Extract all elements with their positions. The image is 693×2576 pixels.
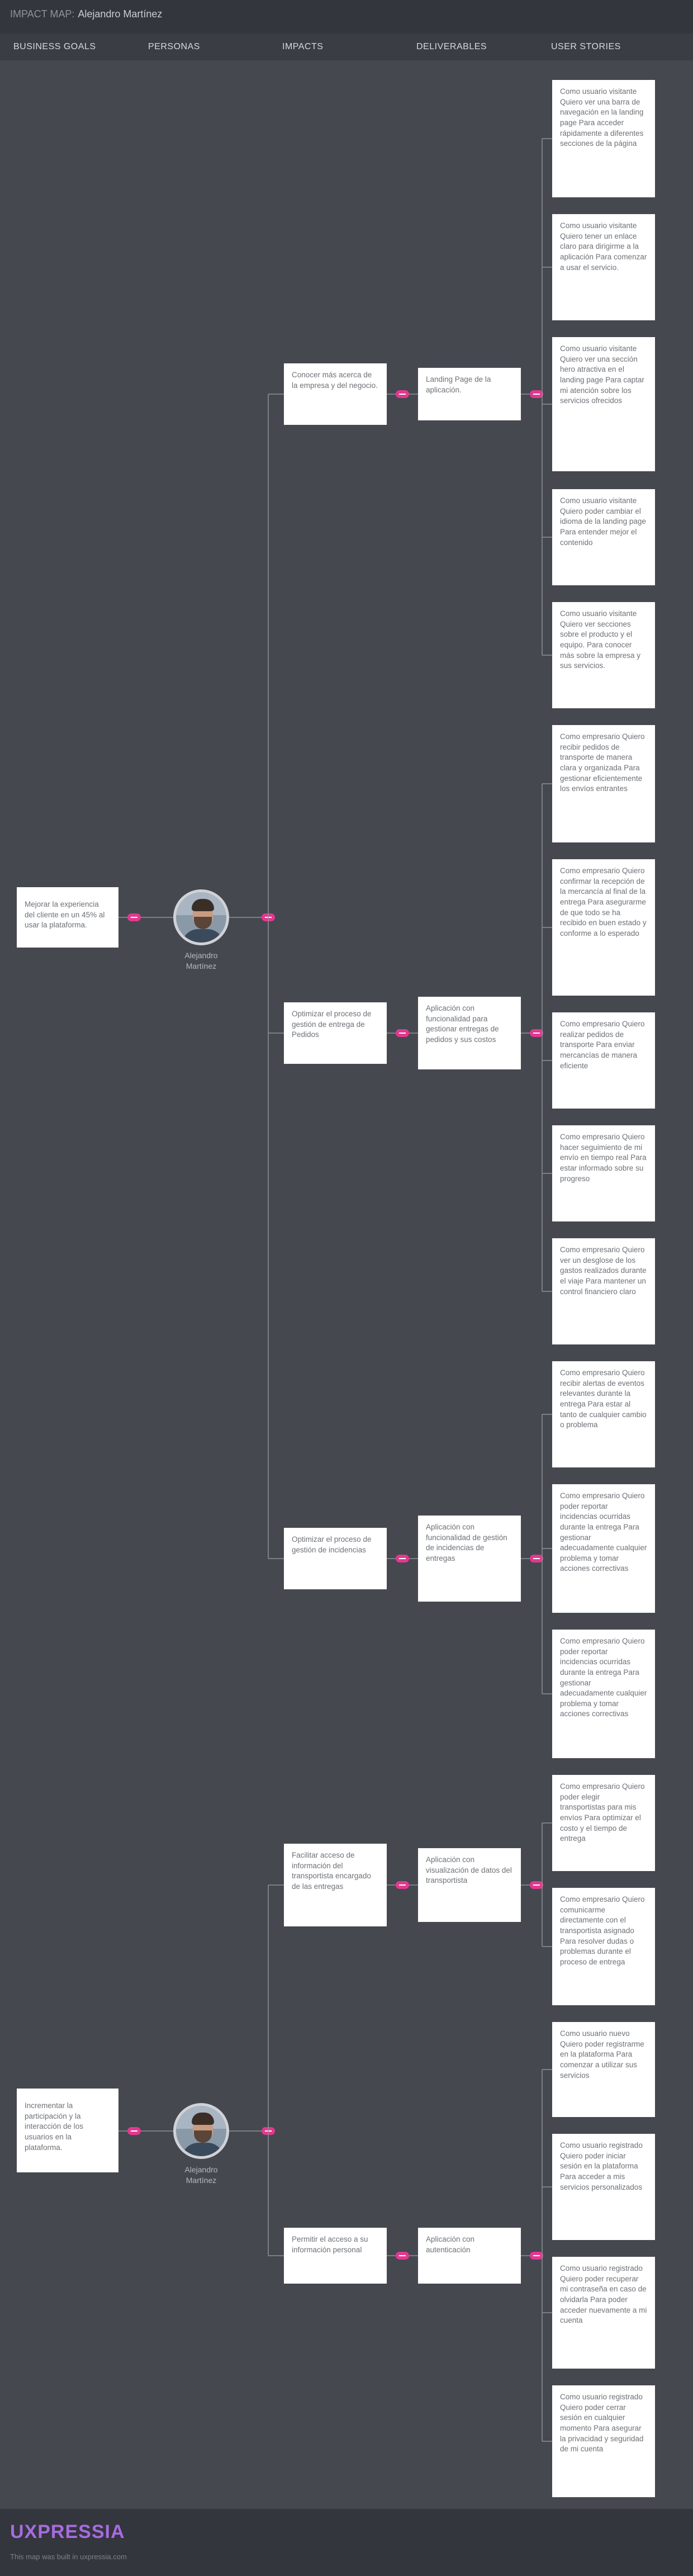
impact-card[interactable]: Facilitar acceso de información del tran…	[284, 1844, 387, 1926]
user-story-card[interactable]: Como usuario nuevo Quiero poder registra…	[552, 2022, 655, 2117]
deliverable-card[interactable]: Aplicación con funcionalidad para gestio…	[418, 997, 521, 1069]
deliverable-card[interactable]: Aplicación con autenticación	[418, 2228, 521, 2284]
user-story-card[interactable]: Como empresario Quiero poder reportar in…	[552, 1630, 655, 1758]
user-story-card[interactable]: Como usuario registrado Quiero poder ini…	[552, 2134, 655, 2240]
user-story-card[interactable]: Como usuario visitante Quiero ver una ba…	[552, 80, 655, 197]
user-story-card[interactable]: Como empresario Quiero poder elegir tran…	[552, 1775, 655, 1871]
user-story-text: Como usuario visitante Quiero ver seccio…	[560, 609, 641, 670]
impact-text: Optimizar el proceso de gestión de incid…	[292, 1535, 372, 1554]
user-story-card[interactable]: Como usuario visitante Quiero ver una se…	[552, 337, 655, 471]
column-deliverables: DELIVERABLES	[416, 42, 487, 51]
deliverable-text: Aplicación con funcionalidad para gestio…	[426, 1004, 499, 1044]
user-story-text: Como usuario registrado Quiero poder rec…	[560, 2264, 647, 2325]
user-story-card[interactable]: Como empresario Quiero recibir pedidos d…	[552, 725, 655, 842]
user-story-card[interactable]: Como usuario registrado Quiero poder cer…	[552, 2385, 655, 2497]
deliverable-card[interactable]: Aplicación con funcionalidad de gestión …	[418, 1516, 521, 1602]
column-personas: PERSONAS	[148, 42, 200, 51]
user-story-card[interactable]: Como empresario Quiero hacer seguimiento…	[552, 1125, 655, 1221]
connector-node-icon[interactable]	[530, 1029, 543, 1037]
user-story-text: Como usuario nuevo Quiero poder registra…	[560, 2029, 644, 2080]
user-story-card[interactable]: Como usuario visitante Quiero poder camb…	[552, 489, 655, 585]
goal-card[interactable]: Mejorar la experiencia del cliente en un…	[17, 887, 118, 948]
connector-node-icon[interactable]	[530, 1881, 543, 1889]
connector-node-icon[interactable]	[396, 1029, 409, 1037]
app-header: IMPACT MAP:Alejandro Martínez	[0, 0, 693, 34]
goal-card[interactable]: Incrementar la participación y la intera…	[17, 2089, 118, 2172]
user-story-card[interactable]: Como empresario Quiero confirmar la rece…	[552, 859, 655, 996]
user-story-card[interactable]: Como usuario visitante Quiero tener un e…	[552, 214, 655, 320]
user-story-text: Como empresario Quiero poder reportar in…	[560, 1491, 647, 1573]
connector-node-icon[interactable]	[127, 913, 141, 921]
impact-text: Optimizar el proceso de gestión de entre…	[292, 1010, 372, 1039]
connector-node-icon[interactable]	[530, 390, 543, 398]
persona-name: Alejandro Martínez	[184, 2165, 218, 2185]
user-story-card[interactable]: Como empresario Quiero recibir alertas d…	[552, 1361, 655, 1467]
user-story-text: Como usuario visitante Quiero ver una ba…	[560, 87, 644, 148]
impact-card[interactable]: Permitir el acceso a su información pers…	[284, 2228, 387, 2284]
impact-text: Facilitar acceso de información del tran…	[292, 1851, 371, 1891]
map-type-label: IMPACT MAP:	[10, 8, 75, 20]
connector-node-icon[interactable]	[396, 390, 409, 398]
user-story-text: Como empresario Quiero poder elegir tran…	[560, 1782, 645, 1843]
connector-node-icon[interactable]	[396, 1555, 409, 1562]
connector-node-icon[interactable]	[530, 2252, 543, 2260]
user-story-text: Como empresario Quiero recibir pedidos d…	[560, 732, 645, 793]
user-story-card[interactable]: Como usuario visitante Quiero ver seccio…	[552, 602, 655, 708]
user-story-text: Como empresario Quiero confirmar la rece…	[560, 866, 647, 937]
user-story-text: Como empresario Quiero poder reportar in…	[560, 1637, 647, 1718]
impact-card[interactable]: Optimizar el proceso de gestión de entre…	[284, 1002, 387, 1064]
persona-name: Alejandro Martínez	[184, 951, 218, 970]
user-story-text: Como usuario visitante Quiero tener un e…	[560, 221, 647, 272]
column-impacts: IMPACTS	[282, 42, 324, 51]
column-header-row: BUSINESS GOALS PERSONAS IMPACTS DELIVERA…	[0, 34, 693, 60]
impact-text: Permitir el acceso a su información pers…	[292, 2235, 368, 2254]
user-story-card[interactable]: Como empresario Quiero realizar pedidos …	[552, 1012, 655, 1109]
footer: UXPRESSIA This map was built in uxpressi…	[0, 2509, 693, 2576]
impact-card[interactable]: Conocer más acerca de la empresa y del n…	[284, 363, 387, 425]
goal-text: Incrementar la participación y la intera…	[25, 2101, 84, 2152]
goal-text: Mejorar la experiencia del cliente en un…	[25, 900, 105, 930]
deliverable-text: Aplicación con visualización de datos de…	[426, 1855, 512, 1885]
uxpressia-logo[interactable]: UXPRESSIA	[10, 2521, 125, 2542]
user-story-text: Como empresario Quiero comunicarme direc…	[560, 1895, 645, 1966]
user-story-card[interactable]: Como usuario registrado Quiero poder rec…	[552, 2257, 655, 2369]
user-story-card[interactable]: Como empresario Quiero poder reportar in…	[552, 1484, 655, 1613]
deliverable-text: Aplicación con funcionalidad de gestión …	[426, 1523, 507, 1562]
user-story-text: Como usuario registrado Quiero poder cer…	[560, 2393, 644, 2454]
impact-text: Conocer más acerca de la empresa y del n…	[292, 371, 378, 390]
deliverable-text: Aplicación con autenticación	[426, 2235, 475, 2254]
user-story-text: Como empresario Quiero ver un desglose d…	[560, 1246, 647, 1296]
deliverable-text: Landing Page de la aplicación.	[426, 375, 491, 394]
column-user-stories: USER STORIES	[551, 42, 621, 51]
user-story-text: Como usuario visitante Quiero ver una se…	[560, 344, 644, 405]
user-story-text: Como usuario visitante Quiero poder camb…	[560, 496, 646, 547]
impact-card[interactable]: Optimizar el proceso de gestión de incid…	[284, 1528, 387, 1589]
deliverable-card[interactable]: Landing Page de la aplicación.	[418, 368, 521, 420]
user-story-card[interactable]: Como empresario Quiero comunicarme direc…	[552, 1888, 655, 2005]
user-story-text: Como empresario Quiero hacer seguimiento…	[560, 1133, 647, 1183]
connector-node-icon[interactable]	[127, 2127, 141, 2135]
connector-node-icon[interactable]	[396, 1881, 409, 1889]
persona-avatar[interactable]	[173, 889, 229, 945]
connector-node-icon[interactable]	[530, 1555, 543, 1562]
persona-avatar[interactable]	[173, 2103, 229, 2159]
connector-node-icon[interactable]	[396, 2252, 409, 2260]
user-story-text: Como empresario Quiero recibir alertas d…	[560, 1368, 647, 1429]
footer-tagline: This map was built in uxpressia.com	[10, 2553, 127, 2561]
user-story-card[interactable]: Como empresario Quiero ver un desglose d…	[552, 1238, 655, 1344]
map-title: Alejandro Martínez	[78, 8, 163, 20]
user-story-text: Como usuario registrado Quiero poder ini…	[560, 2141, 643, 2191]
user-story-text: Como empresario Quiero realizar pedidos …	[560, 1020, 645, 1070]
deliverable-card[interactable]: Aplicación con visualización de datos de…	[418, 1848, 521, 1922]
column-business-goals: BUSINESS GOALS	[13, 42, 96, 51]
